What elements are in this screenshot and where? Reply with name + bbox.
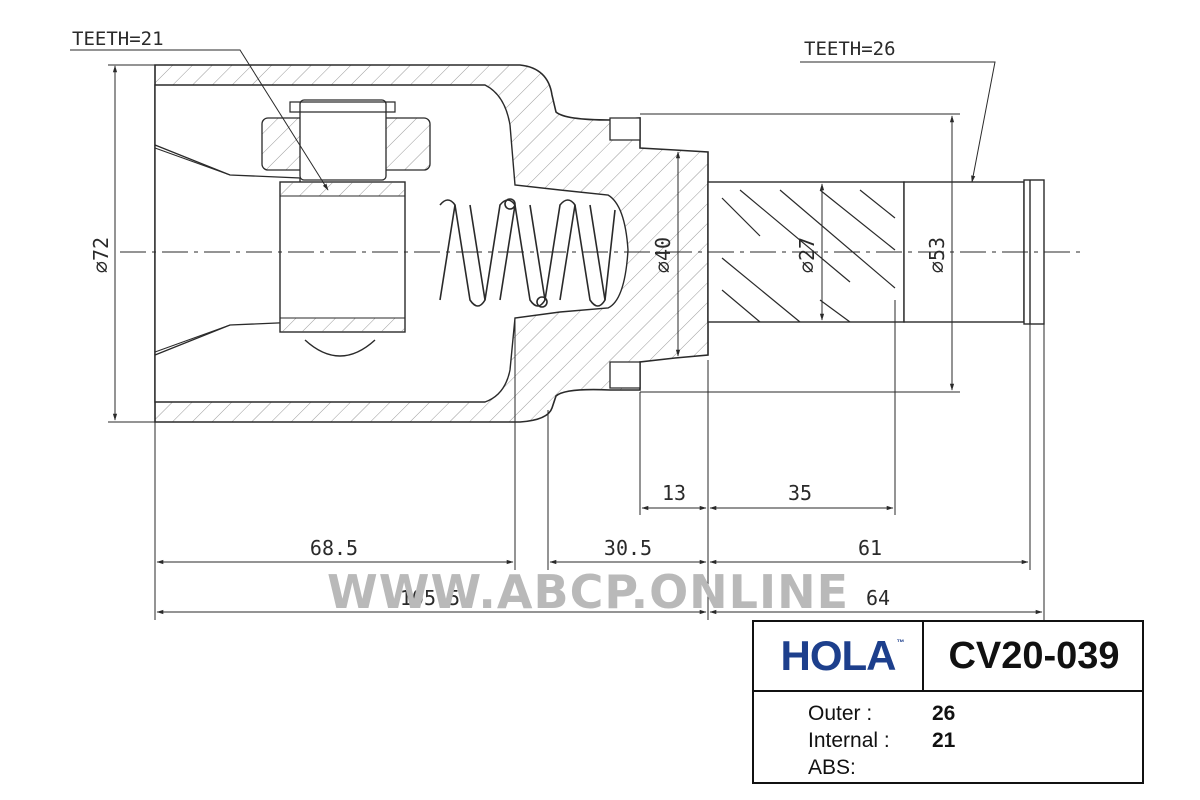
spec-value-internal: 21 bbox=[932, 729, 956, 752]
brand-name: HOLA bbox=[780, 632, 897, 679]
dim-64: 64 bbox=[866, 586, 890, 610]
watermark: WWW.ABCP.ONLINE bbox=[327, 565, 849, 619]
spec-label-outer: Outer : bbox=[808, 702, 873, 725]
dia-40-label: ⌀40 bbox=[651, 237, 675, 273]
length-dimensions bbox=[154, 300, 1045, 620]
boot-groove bbox=[609, 117, 641, 389]
leader-lines bbox=[70, 49, 996, 191]
teeth-internal-label: TEETH=21 bbox=[72, 28, 164, 50]
part-number: CV20-039 bbox=[948, 634, 1120, 677]
dia-53-label: ⌀53 bbox=[925, 237, 949, 273]
dia-27-label: ⌀27 bbox=[795, 237, 819, 273]
dim-35: 35 bbox=[788, 481, 812, 505]
dia-72-label: ⌀72 bbox=[89, 237, 113, 273]
spec-label-abs: ABS: bbox=[808, 756, 856, 779]
trademark-mark: ™ bbox=[896, 638, 905, 647]
dim-68-5: 68.5 bbox=[310, 536, 358, 560]
dim-61: 61 bbox=[858, 536, 882, 560]
dim-30-5: 30.5 bbox=[604, 536, 652, 560]
teeth-outer-label: TEETH=26 bbox=[804, 38, 896, 60]
spec-label-internal: Internal : bbox=[808, 729, 890, 752]
tripod-roller bbox=[261, 99, 431, 357]
spec-value-outer: 26 bbox=[932, 702, 956, 725]
dim-13: 13 bbox=[662, 481, 686, 505]
diameter-dimensions bbox=[108, 64, 960, 423]
dim-105-5: 105.5 bbox=[400, 586, 460, 610]
